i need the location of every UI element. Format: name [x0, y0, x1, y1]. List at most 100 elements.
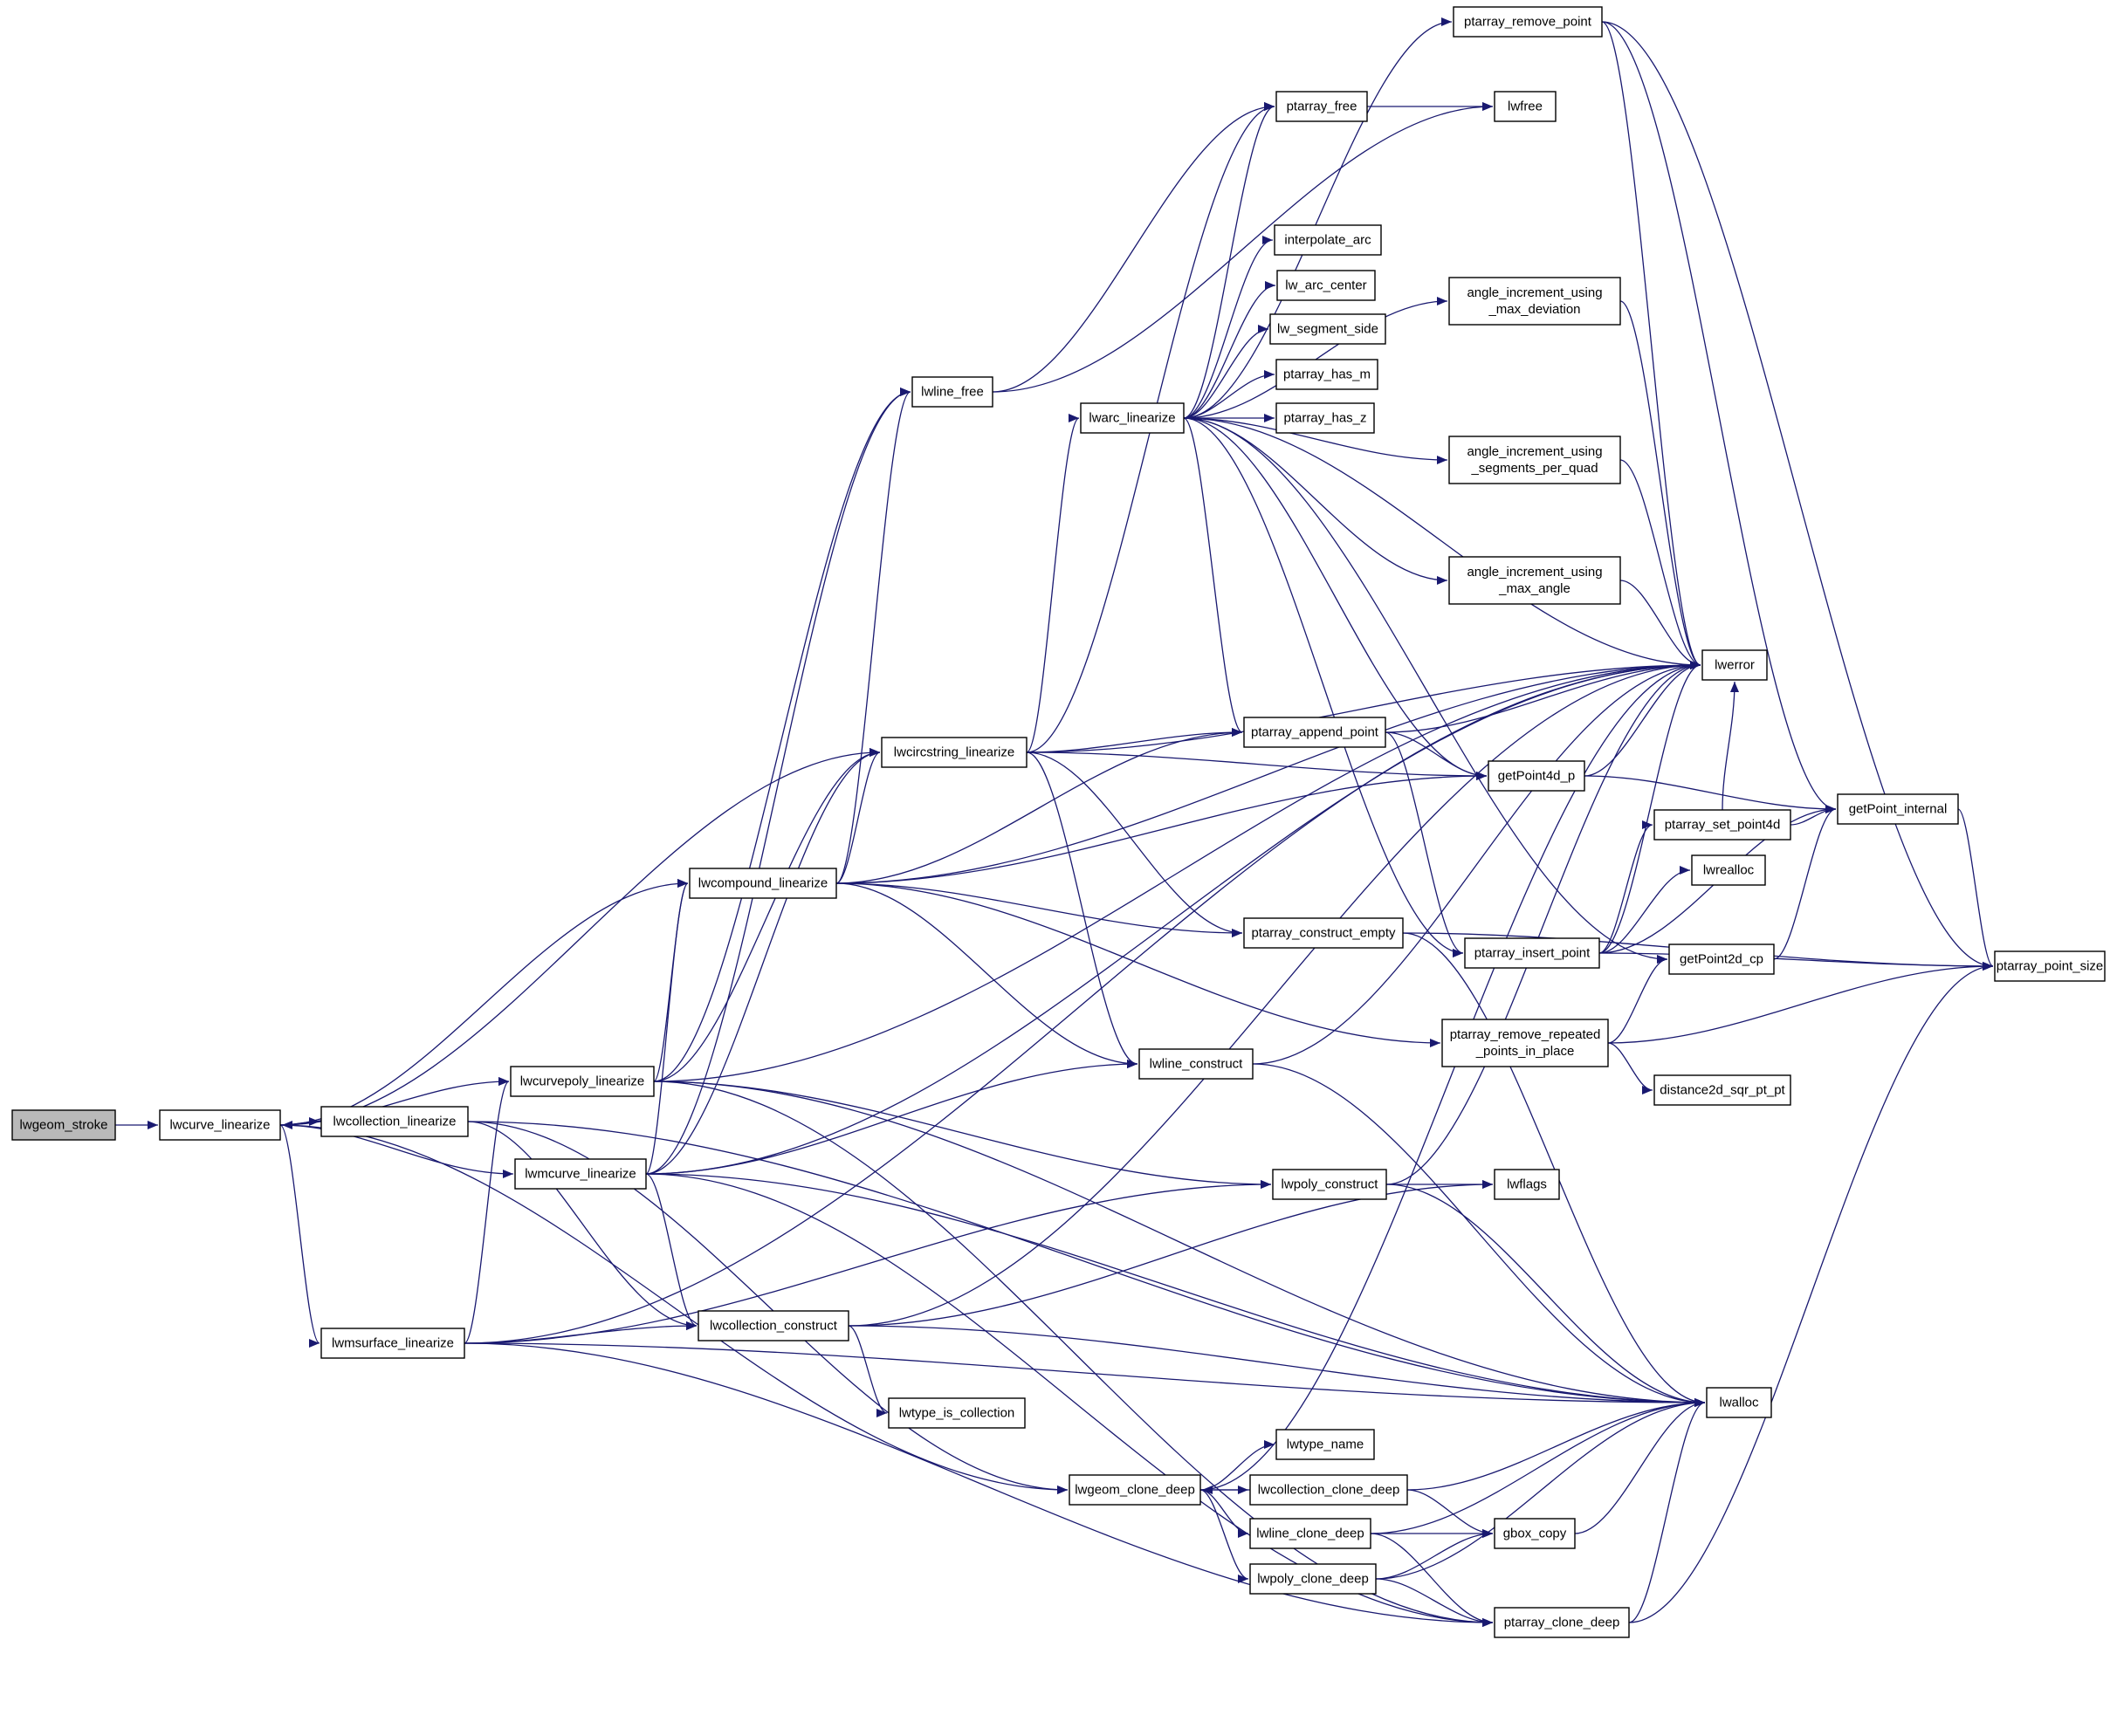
node-lwpoly_clone_deep[interactable]: lwpoly_clone_deep [1249, 1563, 1377, 1595]
edge-lwmcurve_linearize-to-lwline_free [645, 388, 911, 1175]
node-lw_arc_center[interactable]: lw_arc_center [1276, 270, 1376, 301]
node-box-ptarray_remove_repeated_points_in_place[interactable] [1441, 1019, 1609, 1067]
node-ptarray_remove_point[interactable]: ptarray_remove_point [1453, 6, 1603, 38]
node-box-lwline_construct[interactable] [1138, 1048, 1254, 1080]
node-lwcircstring_linearize[interactable]: lwcircstring_linearize [881, 737, 1028, 768]
node-box-getPoint_internal[interactable] [1837, 793, 1959, 825]
node-box-lwtype_is_collection[interactable] [888, 1397, 1026, 1429]
node-box-lwmsurface_linearize[interactable] [320, 1328, 465, 1359]
node-lwarc_linearize[interactable]: lwarc_linearize [1080, 402, 1185, 434]
node-box-lwgeom_clone_deep[interactable] [1069, 1474, 1201, 1506]
node-box-getPoint4d_p[interactable] [1488, 760, 1585, 792]
node-box-lwrealloc[interactable] [1691, 854, 1766, 886]
node-box-lwalloc[interactable] [1706, 1387, 1772, 1418]
node-box-distance2d_sqr_pt_pt[interactable] [1653, 1074, 1791, 1106]
node-box-ptarray_insert_point[interactable] [1464, 937, 1600, 969]
node-lwcollection_clone_deep[interactable]: lwcollection_clone_deep [1249, 1474, 1408, 1506]
node-lwcompound_linearize[interactable]: lwcompound_linearize [689, 868, 837, 899]
edge-lwmcurve_linearize-to-ptarray_clone_deep [645, 1173, 1494, 1627]
node-box-lwcurvepoly_linearize[interactable] [510, 1066, 655, 1097]
node-box-lwmcurve_linearize[interactable] [514, 1158, 647, 1190]
node-ptarray_has_z[interactable]: ptarray_has_z [1275, 402, 1375, 434]
node-lwline_free[interactable]: lwline_free [911, 376, 993, 408]
node-lwmsurface_linearize[interactable]: lwmsurface_linearize [320, 1328, 465, 1359]
node-getPoint4d_p[interactable]: getPoint4d_p [1488, 760, 1585, 792]
node-ptarray_free[interactable]: ptarray_free [1275, 91, 1368, 122]
node-lwcurve_linearize[interactable]: lwcurve_linearize [159, 1109, 281, 1141]
node-box-lw_arc_center[interactable] [1276, 270, 1376, 301]
node-box-getPoint2d_cp[interactable] [1668, 943, 1775, 975]
node-interpolate_arc[interactable]: interpolate_arc [1274, 224, 1382, 256]
node-getPoint2d_cp[interactable]: getPoint2d_cp [1668, 943, 1775, 975]
node-lwerror[interactable]: lwerror [1701, 649, 1768, 681]
node-lwgeom_stroke[interactable]: lwgeom_stroke [11, 1109, 116, 1141]
node-box-ptarray_append_point[interactable] [1243, 717, 1386, 748]
node-lwmcurve_linearize[interactable]: lwmcurve_linearize [514, 1158, 647, 1190]
node-box-lwcollection_linearize[interactable] [320, 1106, 469, 1137]
node-lwcollection_construct[interactable]: lwcollection_construct [698, 1310, 849, 1341]
node-angle_increment_using_max_angle[interactable]: angle_increment_using_max_angle [1448, 556, 1621, 605]
node-box-lwarc_linearize[interactable] [1080, 402, 1185, 434]
node-box-lwcollection_clone_deep[interactable] [1249, 1474, 1408, 1506]
node-ptarray_set_point4d[interactable]: ptarray_set_point4d [1653, 809, 1791, 841]
node-box-angle_increment_using_max_deviation[interactable] [1448, 277, 1621, 326]
node-box-ptarray_remove_point[interactable] [1453, 6, 1603, 38]
node-box-ptarray_free[interactable] [1275, 91, 1368, 122]
node-box-lwpoly_construct[interactable] [1272, 1169, 1387, 1200]
node-box-gbox_copy[interactable] [1494, 1518, 1576, 1549]
node-lwline_construct[interactable]: lwline_construct [1138, 1048, 1254, 1080]
node-box-lwline_free[interactable] [911, 376, 993, 408]
node-box-ptarray_construct_empty[interactable] [1243, 917, 1404, 949]
node-box-ptarray_point_size[interactable] [1994, 950, 2106, 982]
node-box-lwpoly_clone_deep[interactable] [1249, 1563, 1377, 1595]
node-box-angle_increment_using_segments_per_quad[interactable] [1448, 436, 1621, 484]
node-box-lwline_clone_deep[interactable] [1249, 1518, 1371, 1549]
node-lwtype_name[interactable]: lwtype_name [1275, 1429, 1375, 1460]
node-box-lwflags[interactable] [1494, 1169, 1560, 1200]
node-box-interpolate_arc[interactable] [1274, 224, 1382, 256]
node-box-ptarray_has_m[interactable] [1275, 359, 1378, 390]
edge-lwcollection_linearize-to-lwcurve_linearize [281, 1120, 322, 1129]
node-angle_increment_using_segments_per_quad[interactable]: angle_increment_using_segments_per_quad [1448, 436, 1621, 484]
node-lwflags[interactable]: lwflags [1494, 1169, 1560, 1200]
node-lwrealloc[interactable]: lwrealloc [1691, 854, 1766, 886]
node-box-ptarray_has_z[interactable] [1275, 402, 1375, 434]
node-box-lwfree[interactable] [1494, 91, 1557, 122]
node-box-ptarray_set_point4d[interactable] [1653, 809, 1791, 841]
node-box-lwcurve_linearize[interactable] [159, 1109, 281, 1141]
node-lwalloc[interactable]: lwalloc [1706, 1387, 1772, 1418]
node-box-ptarray_clone_deep[interactable] [1494, 1607, 1630, 1638]
node-box-lwcompound_linearize[interactable] [689, 868, 837, 899]
node-ptarray_append_point[interactable]: ptarray_append_point [1243, 717, 1386, 748]
node-ptarray_construct_empty[interactable]: ptarray_construct_empty [1243, 917, 1404, 949]
node-lwcurvepoly_linearize[interactable]: lwcurvepoly_linearize [510, 1066, 655, 1097]
edge-lwcollection_construct-to-lwtype_is_collection [848, 1325, 888, 1417]
node-lwline_clone_deep[interactable]: lwline_clone_deep [1249, 1518, 1371, 1549]
node-lwpoly_construct[interactable]: lwpoly_construct [1272, 1169, 1387, 1200]
node-label-lwgeom_stroke: lwgeom_stroke [20, 1118, 108, 1133]
edge-ptarray_insert_point-to-ptarray_set_point4d [1598, 820, 1653, 954]
node-lwfree[interactable]: lwfree [1494, 91, 1557, 122]
node-ptarray_point_size[interactable]: ptarray_point_size [1994, 950, 2106, 982]
node-box-angle_increment_using_max_angle[interactable] [1448, 556, 1621, 605]
node-box-lwgeom_stroke[interactable] [11, 1109, 116, 1141]
node-gbox_copy[interactable]: gbox_copy [1494, 1518, 1576, 1549]
node-lw_segment_side[interactable]: lw_segment_side [1269, 313, 1386, 345]
node-box-lwerror[interactable] [1701, 649, 1768, 681]
node-box-lwtype_name[interactable] [1275, 1429, 1375, 1460]
node-angle_increment_using_max_deviation[interactable]: angle_increment_using_max_deviation [1448, 277, 1621, 326]
node-getPoint_internal[interactable]: getPoint_internal [1837, 793, 1959, 825]
node-box-lw_segment_side[interactable] [1269, 313, 1386, 345]
node-box-lwcircstring_linearize[interactable] [881, 737, 1028, 768]
node-ptarray_remove_repeated_points_in_place[interactable]: ptarray_remove_repeated_points_in_place [1441, 1019, 1609, 1067]
node-lwtype_is_collection[interactable]: lwtype_is_collection [888, 1397, 1026, 1429]
node-ptarray_clone_deep[interactable]: ptarray_clone_deep [1494, 1607, 1630, 1638]
node-ptarray_insert_point[interactable]: ptarray_insert_point [1464, 937, 1600, 969]
node-ptarray_has_m[interactable]: ptarray_has_m [1275, 359, 1378, 390]
node-label-distance2d_sqr_pt_pt: distance2d_sqr_pt_pt [1660, 1083, 1785, 1098]
node-distance2d_sqr_pt_pt[interactable]: distance2d_sqr_pt_pt [1653, 1074, 1791, 1106]
node-lwcollection_linearize[interactable]: lwcollection_linearize [320, 1106, 469, 1137]
node-lwgeom_clone_deep[interactable]: lwgeom_clone_deep [1069, 1474, 1201, 1506]
node-label-lwpoly_construct: lwpoly_construct [1282, 1177, 1379, 1192]
node-box-lwcollection_construct[interactable] [698, 1310, 849, 1341]
